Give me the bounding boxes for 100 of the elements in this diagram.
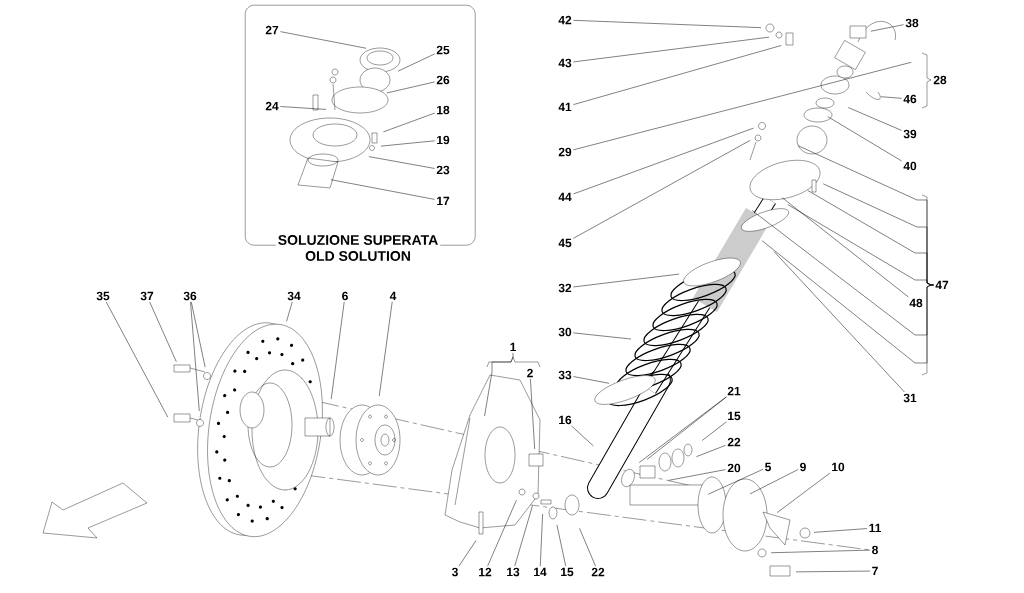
callout-number: 5 xyxy=(765,462,771,472)
leader-line xyxy=(191,301,206,368)
leader-line xyxy=(781,197,909,298)
leader-line xyxy=(848,107,902,131)
leader-line xyxy=(280,106,327,110)
leader-line xyxy=(573,127,754,195)
leader-line xyxy=(530,378,535,450)
callout-number: 1 xyxy=(510,342,516,352)
leader-line xyxy=(386,81,435,94)
leader-line xyxy=(813,528,868,533)
leader-line xyxy=(330,179,435,200)
callout-number: 48 xyxy=(909,298,923,308)
leader-line xyxy=(770,549,871,553)
leader-line xyxy=(870,24,904,32)
callout-number: 28 xyxy=(933,75,947,85)
leader-line xyxy=(795,570,871,573)
callout-number: 6 xyxy=(342,291,348,301)
leader-line xyxy=(190,301,200,412)
callout-number: 20 xyxy=(727,463,741,473)
callout-number: 39 xyxy=(903,129,917,139)
callout-number: 40 xyxy=(903,161,917,171)
callout-number: 26 xyxy=(436,75,450,85)
callout-number: 15 xyxy=(728,411,741,421)
leader-line xyxy=(573,376,610,384)
leader-line xyxy=(749,469,799,495)
leader-line xyxy=(880,96,902,99)
callout-number: 33 xyxy=(558,370,572,380)
leader-line xyxy=(397,53,435,72)
leader-line xyxy=(286,301,293,322)
callout-number: 29 xyxy=(558,147,572,157)
callout-number: 7 xyxy=(872,566,878,576)
callout-number: 9 xyxy=(800,462,806,472)
callout-number: 16 xyxy=(559,415,572,425)
leader-line xyxy=(330,301,345,400)
callout-number: 10 xyxy=(832,462,845,472)
node-label: OLD SOLUTION xyxy=(305,251,410,261)
callout-number: 47 xyxy=(935,280,949,290)
callout-number: 44 xyxy=(558,192,572,202)
callout-number: 27 xyxy=(265,25,279,35)
callout-number: 31 xyxy=(903,393,917,403)
callout-number: 37 xyxy=(140,291,154,301)
callout-number: 18 xyxy=(437,105,450,115)
leader-line xyxy=(105,301,168,418)
leader-line xyxy=(701,421,727,441)
callout-number: 38 xyxy=(905,18,919,28)
leader-line xyxy=(487,500,517,567)
leader-line xyxy=(573,20,762,28)
leader-line xyxy=(776,472,831,513)
callout-number: 45 xyxy=(558,238,572,248)
callout-number: 22 xyxy=(591,567,605,577)
callout-number: 46 xyxy=(903,94,917,104)
callout-number: 3 xyxy=(451,567,458,577)
leader-line xyxy=(787,204,934,286)
callout-number: 22 xyxy=(727,437,741,447)
callout-number: 42 xyxy=(558,15,572,25)
callout-number: 15 xyxy=(561,567,574,577)
leader-line xyxy=(573,36,770,63)
callout-number: 17 xyxy=(437,196,450,206)
callout-number: 35 xyxy=(96,291,110,301)
leader-line xyxy=(368,156,435,169)
callout-number: 43 xyxy=(558,58,572,68)
leader-line xyxy=(573,273,680,288)
leader-line xyxy=(458,540,477,567)
leader-line xyxy=(707,469,764,495)
callout-number: 41 xyxy=(558,102,572,112)
callout-number: 11 xyxy=(869,523,881,533)
leader-line xyxy=(514,505,533,567)
leader-line xyxy=(280,31,367,49)
leader-line xyxy=(540,513,543,567)
leader-line xyxy=(573,62,912,151)
leader-line xyxy=(379,301,393,397)
leader-line xyxy=(573,140,751,239)
callout-number: 24 xyxy=(265,101,279,111)
callout-number: 4 xyxy=(389,291,397,301)
leader-line xyxy=(573,332,632,340)
leader-line xyxy=(668,469,726,481)
callout-number: 34 xyxy=(287,291,301,301)
callout-number: 12 xyxy=(479,567,492,577)
leader-line xyxy=(761,240,934,364)
callout-number: 30 xyxy=(558,327,572,337)
leader-line xyxy=(827,116,902,162)
leader-line xyxy=(571,425,594,447)
leader-line xyxy=(380,140,435,147)
callout-number: 21 xyxy=(727,386,741,396)
callout-number: 13 xyxy=(507,567,520,577)
callout-number: 2 xyxy=(527,368,533,378)
leader-line xyxy=(484,352,514,417)
leader-line xyxy=(149,301,177,362)
leader-line xyxy=(773,251,905,393)
callout-number: 25 xyxy=(436,45,450,55)
callout-number: 23 xyxy=(436,165,450,175)
leader-line xyxy=(573,45,782,105)
callout-number: 14 xyxy=(534,567,547,577)
leader-line xyxy=(579,528,596,567)
leader-line xyxy=(696,445,726,457)
leader-line xyxy=(556,524,566,567)
callout-number: 19 xyxy=(437,135,450,145)
callout-number: 8 xyxy=(872,545,878,555)
callout-number: 36 xyxy=(183,291,197,301)
leader-line xyxy=(383,112,435,133)
